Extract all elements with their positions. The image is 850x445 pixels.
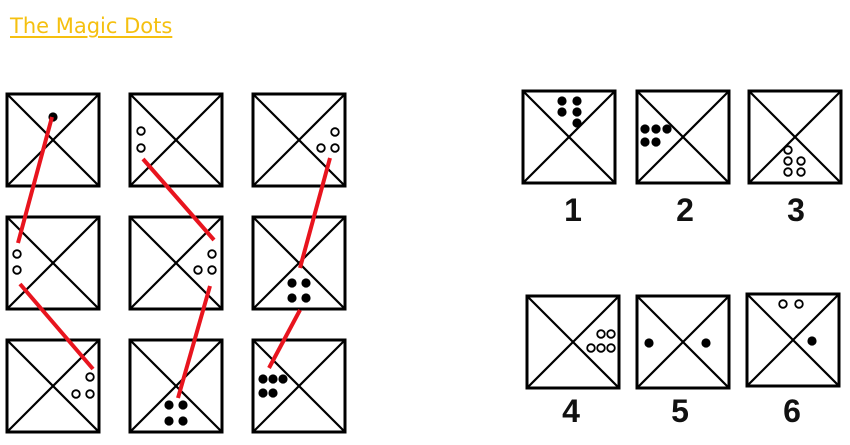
hollow-dot-icon (330, 127, 340, 137)
hollow-dot-icon (596, 329, 606, 339)
hollow-dot-icon (796, 156, 806, 166)
answer-option-3[interactable] (747, 89, 843, 185)
diagonal-line (6, 216, 100, 310)
filled-dot-icon (301, 278, 311, 288)
grid-cell-r1c3 (251, 92, 347, 188)
red-connector-line (16, 116, 54, 244)
filled-dot-icon (178, 416, 188, 426)
filled-dot-icon (640, 137, 650, 147)
filled-dot-icon (258, 374, 268, 384)
hollow-dot-icon (316, 143, 326, 153)
filled-dot-icon (287, 293, 297, 303)
filled-dot-icon (278, 374, 288, 384)
grid-cell-r1c2 (128, 92, 224, 188)
red-connector-line (18, 282, 95, 371)
hollow-dot-icon (794, 299, 804, 309)
page-title: The Magic Dots (10, 14, 173, 38)
answer-number-2: 2 (676, 192, 694, 228)
hollow-dot-icon (12, 265, 22, 275)
hollow-dot-icon (606, 329, 616, 339)
red-connector-lines (16, 116, 332, 399)
answer-number-3: 3 (787, 192, 805, 228)
diagonal-line (252, 93, 346, 187)
answer-number-4: 4 (562, 393, 580, 429)
filled-dot-icon (572, 107, 582, 117)
red-connector-line (176, 285, 212, 399)
filled-dot-icon (178, 400, 188, 410)
answer-number-5: 5 (671, 393, 689, 429)
grid-cell-r1c1 (5, 92, 101, 188)
hollow-dot-icon (71, 389, 81, 399)
answer-option-6[interactable] (745, 292, 841, 388)
diagonal-line (748, 90, 842, 184)
diagonal-line (746, 293, 840, 387)
hollow-dot-icon (207, 249, 217, 259)
diagonal-line (129, 93, 223, 187)
hollow-dot-icon (606, 343, 616, 353)
hollow-dot-icon (596, 343, 606, 353)
hollow-dot-icon (796, 167, 806, 177)
diagonal-line (252, 339, 346, 433)
filled-dot-icon (640, 124, 650, 134)
hollow-dot-icon (586, 343, 596, 353)
filled-dot-icon (258, 388, 268, 398)
hollow-dot-icon (193, 265, 203, 275)
filled-dot-icon (644, 338, 654, 348)
diagonal-line (526, 295, 620, 389)
filled-dot-icon (572, 96, 582, 106)
filled-dot-icon (268, 374, 278, 384)
answer-option-5[interactable] (635, 294, 731, 390)
answer-option-4[interactable] (525, 294, 621, 390)
hollow-dot-icon (85, 372, 95, 382)
diagonal-line (636, 90, 730, 184)
hollow-dot-icon (783, 145, 793, 155)
grid-cell-r3c1 (5, 338, 101, 434)
grid-cell-r3c3 (251, 338, 347, 434)
hollow-dot-icon (136, 126, 146, 136)
filled-dot-icon (287, 278, 297, 288)
filled-dot-icon (557, 96, 567, 106)
hollow-dot-icon (207, 265, 217, 275)
puzzle-grid (5, 92, 347, 434)
hollow-dot-icon (12, 249, 22, 259)
diagonal-line (129, 339, 223, 433)
filled-dot-icon (701, 338, 711, 348)
filled-dot-icon (268, 388, 278, 398)
hollow-dot-icon (778, 299, 788, 309)
filled-dot-icon (807, 336, 817, 346)
filled-dot-icon (301, 293, 311, 303)
filled-dot-icon (164, 416, 174, 426)
answer-options (521, 89, 843, 390)
filled-dot-icon (557, 107, 567, 117)
answer-number-1: 1 (564, 192, 582, 228)
answer-option-2[interactable] (635, 89, 731, 185)
answer-option-1[interactable] (521, 89, 617, 185)
diagonal-line (636, 295, 730, 389)
grid-cell-r2c3 (251, 215, 347, 311)
diagonal-line (6, 93, 100, 187)
hollow-dot-icon (136, 143, 146, 153)
filled-dot-icon (651, 137, 661, 147)
grid-cell-r3c2 (128, 338, 224, 434)
hollow-dot-icon (783, 167, 793, 177)
diagonal-line (252, 216, 346, 310)
filled-dot-icon (572, 118, 582, 128)
hollow-dot-icon (330, 143, 340, 153)
hollow-dot-icon (783, 156, 793, 166)
diagonal-line (522, 90, 616, 184)
red-connector-line (141, 157, 216, 242)
red-connector-line (298, 157, 332, 269)
red-connector-line (267, 309, 302, 369)
filled-dot-icon (164, 400, 174, 410)
answer-number-6: 6 (783, 393, 801, 429)
filled-dot-icon (662, 124, 672, 134)
filled-dot-icon (651, 124, 661, 134)
hollow-dot-icon (85, 389, 95, 399)
